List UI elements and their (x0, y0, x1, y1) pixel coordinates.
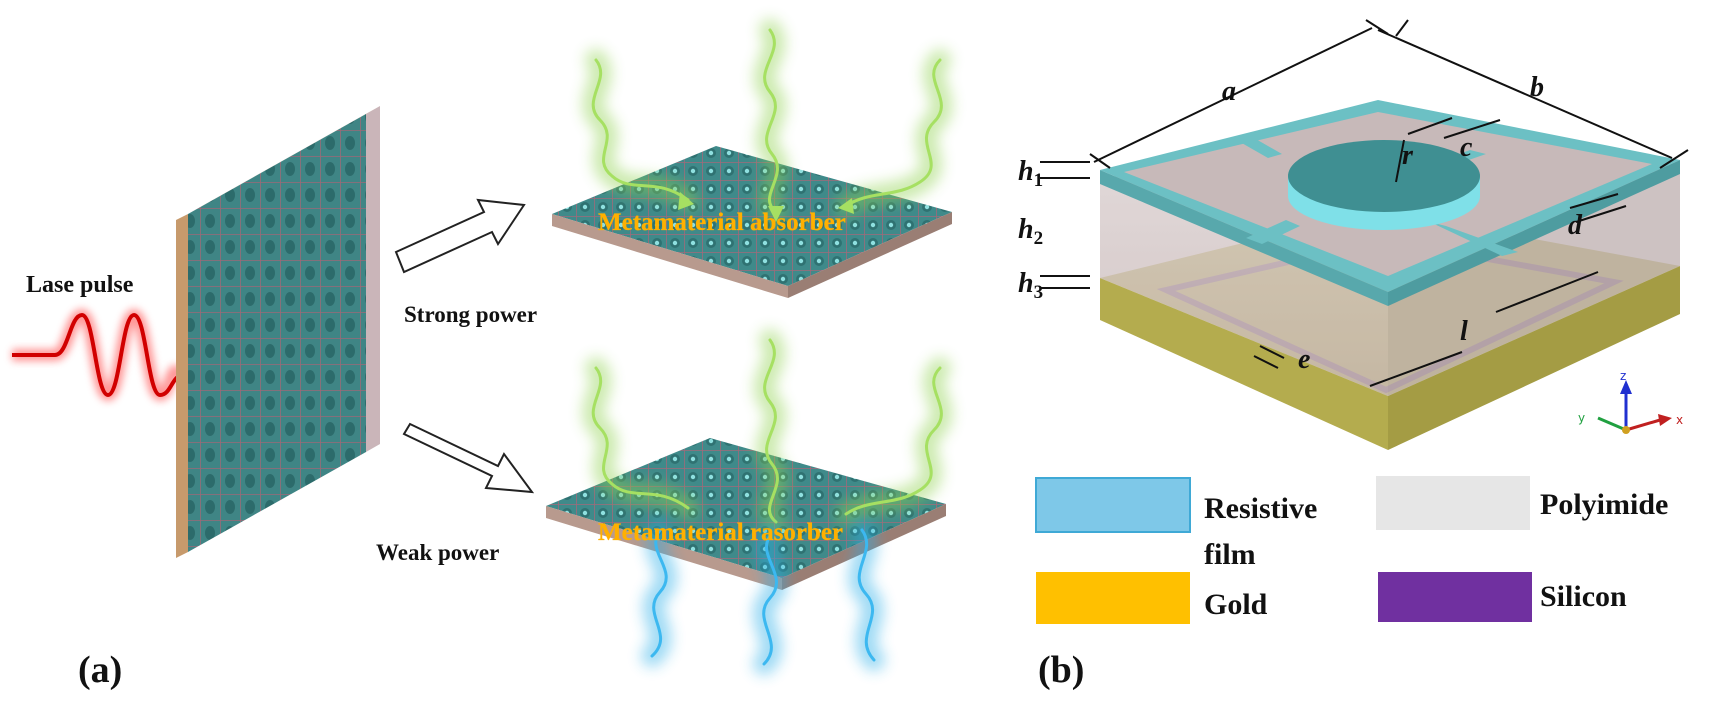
panel-b-label: (b) (1038, 649, 1084, 691)
axis-y-label: y (1578, 411, 1585, 425)
laser-label: Lase pulse (26, 272, 134, 298)
dim-h2: h2 (1018, 214, 1043, 249)
dim-r: r (1402, 140, 1414, 171)
rasorber-label: Metamaterial rasorber (598, 519, 843, 546)
dim-h3: h3 (1018, 268, 1043, 303)
axis-z-label: z (1620, 369, 1626, 383)
panel-a: Lase pulse Strong power Weak power (12, 19, 953, 691)
dim-e: e (1298, 344, 1310, 375)
material-legend: Resistive film Polyimide Gold Silicon (1035, 476, 1668, 624)
metasurface-wall (176, 106, 380, 558)
dim-d: d (1568, 210, 1583, 241)
panel-a-label: (a) (78, 649, 122, 691)
legend-label-resistive-2: film (1204, 538, 1256, 571)
dim-a: a (1222, 76, 1236, 107)
incident-waves-bottom (582, 329, 953, 533)
legend-swatch-resistive (1035, 477, 1191, 533)
legend-label-silicon: Silicon (1540, 580, 1627, 613)
dim-l: l (1460, 316, 1468, 347)
dimension-lines (1040, 19, 1689, 387)
legend-swatch-gold (1036, 572, 1190, 624)
coordinate-axes-icon: z y x (1578, 369, 1683, 434)
dim-h1: h1 (1018, 156, 1043, 191)
dim-c: c (1460, 132, 1473, 163)
legend-label-gold: Gold (1204, 588, 1268, 621)
legend-label-polyimide: Polyimide (1540, 488, 1668, 521)
weak-power-label: Weak power (376, 540, 499, 565)
weak-power-arrow-icon (402, 422, 535, 494)
legend-swatch-silicon (1378, 572, 1532, 622)
axis-x-label: x (1676, 413, 1683, 427)
strong-power-arrow-icon (394, 198, 526, 274)
incident-waves-top (582, 19, 953, 223)
strong-power-label: Strong power (404, 302, 537, 327)
legend-swatch-polyimide (1376, 476, 1530, 530)
legend-label-resistive: Resistive (1204, 492, 1317, 525)
dim-b: b (1530, 72, 1544, 103)
laser-pulse-icon (12, 308, 192, 402)
absorber-label: Metamaterial absorber (598, 209, 846, 236)
transmitted-waves (641, 519, 885, 675)
resistive-disk (1288, 140, 1480, 230)
panel-b: a b c d r l e h1 h2 h3 z y x Resistive f… (1018, 19, 1689, 691)
